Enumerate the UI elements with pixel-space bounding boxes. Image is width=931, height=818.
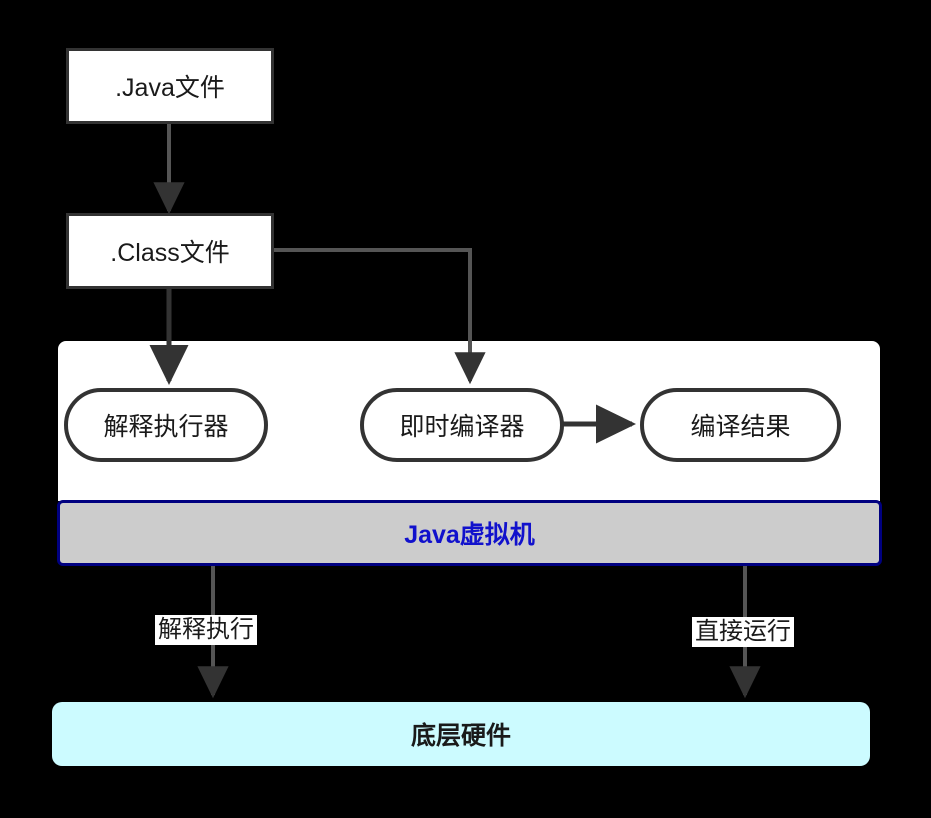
node-jvm-label: Java虚拟机 <box>404 521 535 549</box>
edge-label-interpret-run-text: 解释执行 <box>158 616 254 643</box>
node-hardware[interactable]: 底层硬件 <box>52 702 870 766</box>
node-compiled-result-label: 编译结果 <box>690 413 791 441</box>
node-java-file[interactable]: .Java文件 <box>66 48 274 124</box>
node-jit-compiler[interactable]: 即时编译器 <box>360 388 564 462</box>
edge-label-interpret-run: 解释执行 <box>155 615 257 645</box>
node-class-file-label: .Class文件 <box>110 239 230 267</box>
node-interpreter-label: 解释执行器 <box>103 413 229 441</box>
node-jvm[interactable]: Java虚拟机 <box>57 500 882 566</box>
node-interpreter[interactable]: 解释执行器 <box>64 388 268 462</box>
node-compiled-result[interactable]: 编译结果 <box>640 388 841 462</box>
node-class-file[interactable]: .Class文件 <box>66 213 274 289</box>
edge-label-direct-run-text: 直接运行 <box>695 618 791 645</box>
edge-label-direct-run: 直接运行 <box>692 617 794 647</box>
node-hardware-label: 底层硬件 <box>410 722 511 750</box>
node-jit-compiler-label: 即时编译器 <box>399 413 525 441</box>
node-java-file-label: .Java文件 <box>115 74 225 102</box>
